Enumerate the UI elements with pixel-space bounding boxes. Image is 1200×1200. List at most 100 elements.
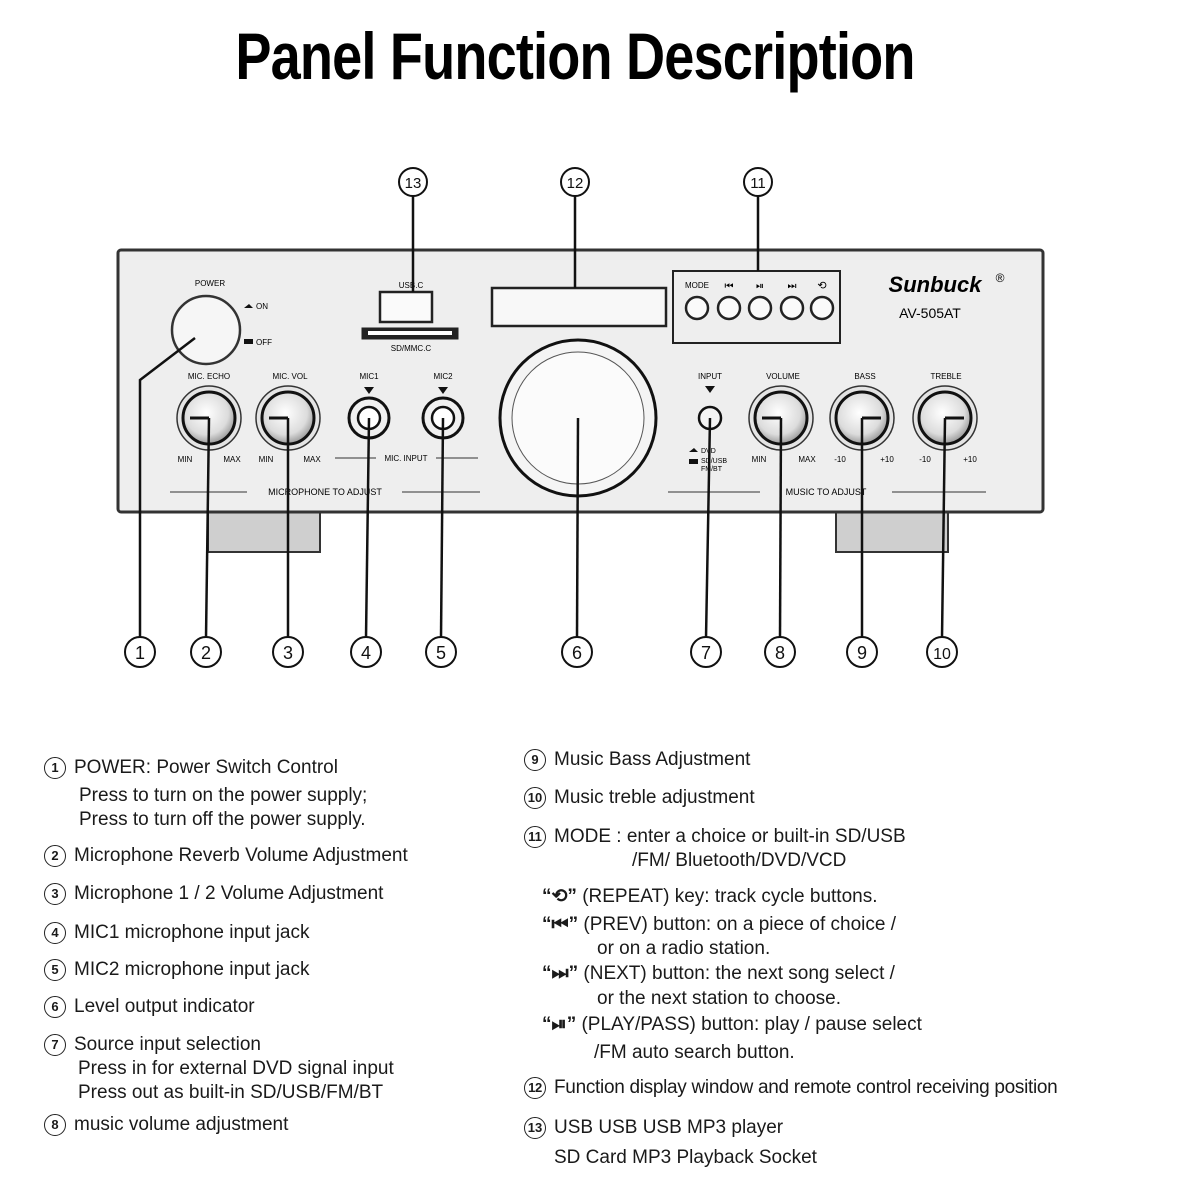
mic-echo-label: MIC. ECHO (188, 372, 230, 381)
desc-9-line-1: Music Bass Adjustment (554, 749, 751, 770)
treble-label: TREBLE (930, 372, 961, 381)
callout-7 (690, 636, 722, 668)
desc-prev-line-2: or on a radio station. (597, 938, 771, 959)
desc-13-number: 13 (524, 1117, 546, 1139)
mic-vol-max: MAX (303, 455, 321, 464)
play-pause-button[interactable] (747, 295, 773, 321)
sdusb-marker-icon (689, 459, 698, 464)
desc-3: 3 Microphone 1 / 2 Volume Adjustment (44, 882, 383, 906)
desc-11-line-2: /FM/ Bluetooth/DVD/VCD (632, 850, 847, 871)
callout-4 (350, 636, 382, 668)
desc-9-number: 9 (524, 749, 546, 771)
mic-echo-min: MIN (178, 455, 193, 464)
on-marker-icon (244, 304, 253, 308)
next-button[interactable] (779, 295, 805, 321)
sd-label: SD/MMC.C (391, 344, 432, 353)
microphone-adjust-label: MICROPHONE TO ADJUST (268, 487, 382, 497)
desc-prev-line-1: (PREV) button: on a piece of choice / (583, 914, 897, 935)
desc-8: 8 music volume adjustment (44, 1113, 288, 1137)
desc-5-number: 5 (44, 959, 66, 981)
power-label: POWER (195, 279, 225, 288)
callout-1 (124, 636, 156, 668)
mic2-arrow-icon (438, 387, 448, 394)
bass-label: BASS (854, 372, 875, 381)
prev-symbol: “⏮” (542, 914, 579, 935)
callout-bubbles (124, 167, 958, 668)
desc-5-line-1: MIC2 microphone input jack (74, 959, 310, 980)
desc-3-line-1: Microphone 1 / 2 Volume Adjustment (74, 883, 384, 904)
dvd-marker-icon (689, 448, 698, 452)
desc-8-line-1: music volume adjustment (74, 1114, 289, 1135)
callout-num-4: 4 (361, 643, 371, 663)
desc-6-number: 6 (44, 996, 66, 1018)
callout-num-7: 7 (701, 643, 711, 663)
callout-9 (846, 636, 878, 668)
bass-plus10: +10 (880, 455, 894, 464)
sdusb-label: SD/USB (701, 458, 727, 465)
callout-num-9: 9 (857, 643, 867, 663)
desc-13-title: 13 USB USB USB MP3 player (524, 1116, 783, 1140)
desc-13-line-2: SD Card MP3 Playback Socket (554, 1147, 817, 1168)
mic-vol-min: MIN (259, 455, 274, 464)
mic-echo-max: MAX (223, 455, 241, 464)
repeat-button[interactable] (809, 295, 835, 321)
mode-label: MODE (685, 281, 709, 290)
mic-input-label: MIC. INPUT (384, 454, 427, 463)
input-label: INPUT (698, 372, 722, 381)
usb-label: USB.C (399, 281, 424, 290)
play-pause-icon: ⏯ (756, 281, 764, 292)
usb-port[interactable] (378, 290, 434, 324)
play-pause-symbol: “⏯” (542, 1014, 577, 1035)
desc-repeat: “⟲” (REPEAT) key: track cycle buttons. (542, 885, 878, 909)
desc-4-line-1: MIC1 microphone input jack (74, 922, 310, 943)
volume-max: MAX (798, 455, 816, 464)
amplifier-panel-diagram: POWER ON OFF USB.C SD/MMC.C MODE ⏮ ⏯ ⏭ ⟲… (116, 167, 1045, 668)
prev-button[interactable] (716, 295, 742, 321)
desc-7-number: 7 (44, 1034, 66, 1056)
mic1-label: MIC1 (359, 372, 379, 381)
desc-7-line-3: Press out as built-in SD/USB/FM/BT (78, 1082, 384, 1103)
mic1-arrow-icon (364, 387, 374, 394)
transport-button-group (672, 270, 841, 344)
callout-2 (190, 636, 222, 668)
brand-trademark: ® (996, 271, 1005, 285)
desc-8-number: 8 (44, 1114, 66, 1136)
callout-6 (561, 636, 593, 668)
callout-num-11: 11 (750, 175, 766, 192)
desc-9: 9 Music Bass Adjustment (524, 748, 750, 772)
callout-num-2: 2 (201, 643, 211, 663)
on-label: ON (256, 302, 268, 311)
desc-11-number: 11 (524, 826, 546, 848)
display-window (490, 286, 668, 328)
treble-plus10: +10 (963, 455, 977, 464)
bass-minus10: -10 (834, 455, 846, 464)
callout-12 (560, 167, 590, 197)
music-adjust-label: MUSIC TO ADJUST (786, 487, 867, 497)
desc-10-line-1: Music treble adjustment (554, 787, 755, 808)
desc-1-line-3: Press to turn off the power supply. (79, 809, 366, 830)
mode-button[interactable] (684, 295, 710, 321)
desc-3-number: 3 (44, 883, 66, 905)
power-button[interactable] (170, 294, 242, 366)
left-foot (207, 509, 321, 553)
off-label: OFF (256, 338, 272, 347)
callout-num-10: 10 (933, 646, 951, 663)
desc-6-line-1: Level output indicator (74, 996, 255, 1017)
desc-13-line-1: USB USB USB MP3 player (554, 1117, 784, 1138)
desc-next: “⏭” (NEXT) button: the next song select … (542, 962, 895, 986)
treble-minus10: -10 (919, 455, 931, 464)
repeat-icon: ⟲ (817, 280, 826, 292)
desc-6: 6 Level output indicator (44, 995, 255, 1019)
callout-3 (272, 636, 304, 668)
sd-slot-opening (368, 331, 452, 335)
desc-playpause-line-1: (PLAY/PASS) button: play / pause select (581, 1014, 922, 1035)
desc-2-number: 2 (44, 845, 66, 867)
mic2-label: MIC2 (433, 372, 453, 381)
repeat-symbol: “⟲” (542, 886, 577, 907)
